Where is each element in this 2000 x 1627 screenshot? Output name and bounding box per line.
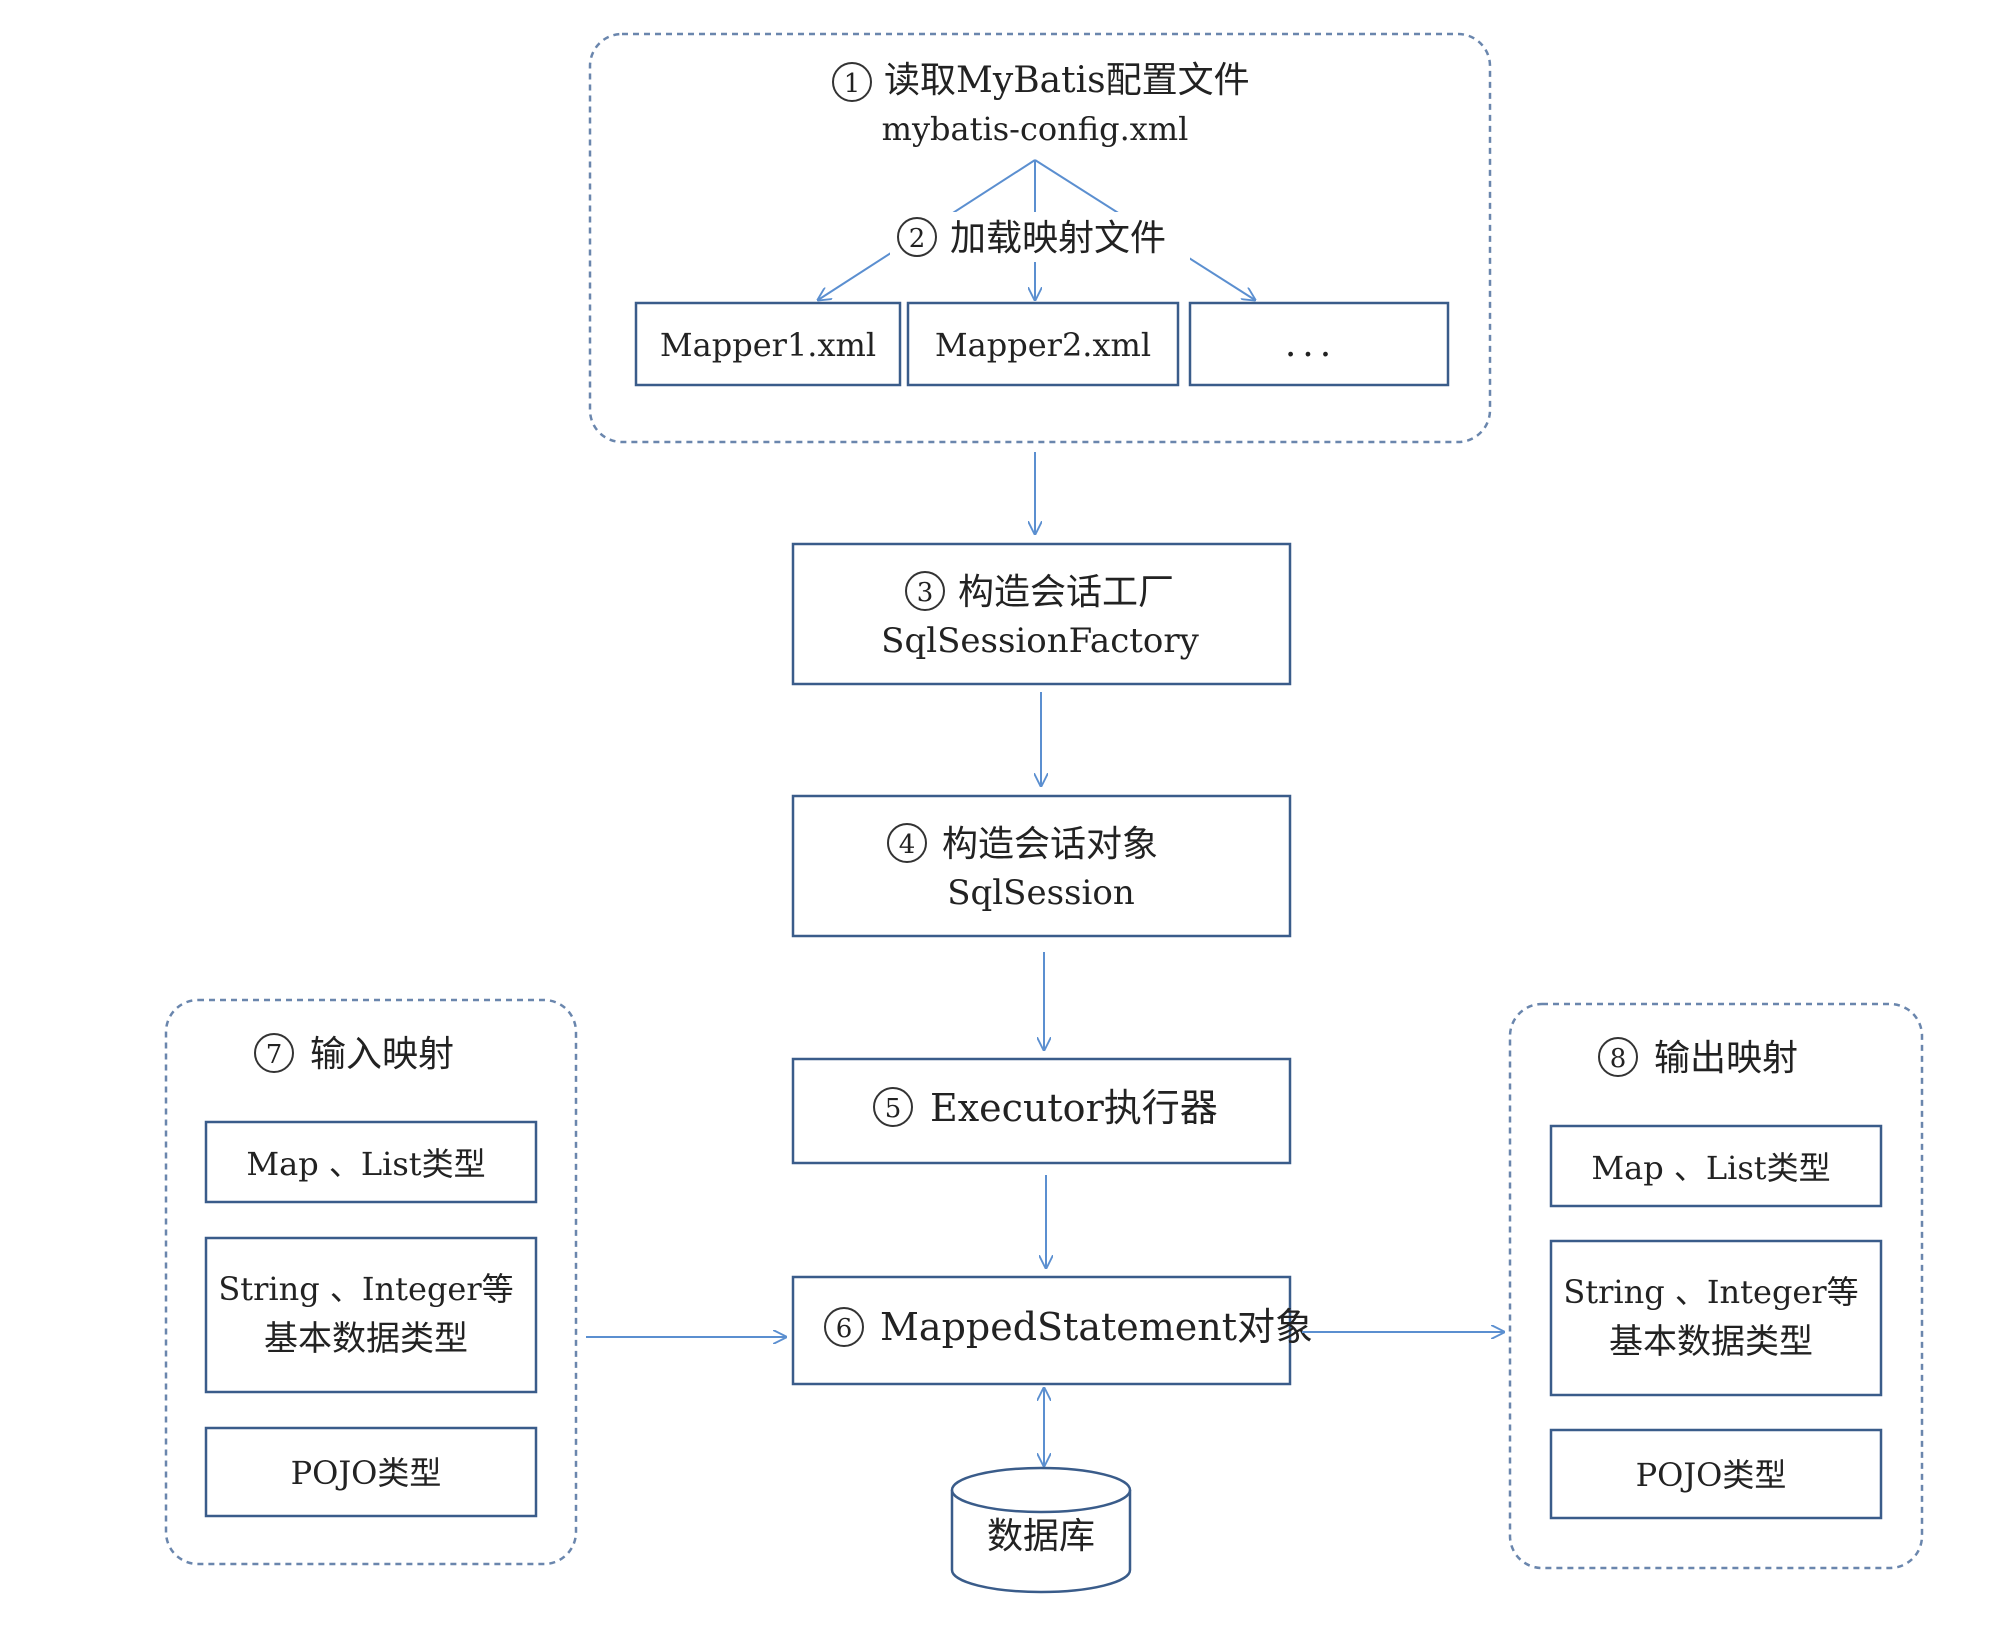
step3-box bbox=[791, 542, 1292, 686]
step8-number: 8 bbox=[1610, 1044, 1627, 1074]
step6-badge bbox=[824, 1307, 864, 1347]
step4-number: 4 bbox=[899, 830, 916, 860]
output-item-map-list: Map 、List类型 bbox=[1591, 1149, 1830, 1187]
step3-number: 3 bbox=[917, 578, 934, 608]
step3-title-row: 3 构造会话工厂 bbox=[905, 571, 1174, 613]
output-item-map-list-box bbox=[1549, 1124, 1883, 1208]
input-item-pojo: POJO类型 bbox=[291, 1454, 442, 1492]
step6-box bbox=[791, 1275, 1292, 1386]
step2-label: 2 加载映射文件 bbox=[890, 212, 1190, 262]
step6-title: MappedStatement对象 bbox=[880, 1305, 1313, 1349]
step4-title: 构造会话对象 bbox=[942, 824, 1158, 865]
mapper1-box bbox=[634, 301, 902, 387]
step2-badge bbox=[897, 217, 937, 257]
step5-title-row: 5 Executor执行器 bbox=[873, 1086, 1218, 1130]
step6-title-row: 6 MappedStatement对象 bbox=[824, 1305, 1313, 1349]
output-item-basic-box bbox=[1549, 1239, 1883, 1397]
database-cylinder: 数据库 bbox=[950, 1466, 1132, 1594]
output-item-basic-line1: String 、Integer等 bbox=[1563, 1273, 1858, 1311]
step5-title: Executor执行器 bbox=[930, 1086, 1218, 1130]
mapper1-label: Mapper1.xml bbox=[660, 326, 876, 364]
input-item-basic-box bbox=[204, 1236, 538, 1394]
step7-number: 7 bbox=[266, 1040, 283, 1070]
step2-number: 2 bbox=[909, 224, 926, 254]
step5-box bbox=[791, 1057, 1292, 1165]
step4-subtitle: SqlSession bbox=[947, 873, 1134, 913]
input-mapping-title: 输入映射 bbox=[310, 1034, 454, 1075]
input-item-basic-line2: 基本数据类型 bbox=[264, 1319, 468, 1359]
step1-label: 1 读取MyBatis配置文件 bbox=[832, 60, 1250, 102]
input-item-map-list-box bbox=[204, 1120, 538, 1204]
input-mapping-title-row: 7 输入映射 bbox=[254, 1033, 454, 1075]
output-mapping-title: 输出映射 bbox=[1654, 1038, 1798, 1079]
step3-title: 构造会话工厂 bbox=[958, 572, 1174, 613]
step8-badge bbox=[1598, 1037, 1638, 1077]
output-item-basic-line2: 基本数据类型 bbox=[1609, 1322, 1813, 1362]
mapper2-box bbox=[906, 301, 1180, 387]
output-item-pojo-box bbox=[1549, 1428, 1883, 1520]
database-label: 数据库 bbox=[987, 1516, 1095, 1557]
mapper2-label: Mapper2.xml bbox=[935, 326, 1151, 364]
input-item-basic-line1: String 、Integer等 bbox=[218, 1270, 513, 1308]
output-item-pojo: POJO类型 bbox=[1636, 1456, 1787, 1494]
step1-text: 读取MyBatis配置文件 bbox=[884, 60, 1250, 101]
step3-subtitle: SqlSessionFactory bbox=[881, 621, 1199, 661]
step5-number: 5 bbox=[885, 1094, 902, 1124]
step4-badge bbox=[887, 823, 927, 863]
output-mapping-frame bbox=[1508, 1002, 1924, 1570]
step4-title-row: 4 构造会话对象 bbox=[887, 823, 1158, 865]
step4-box bbox=[791, 794, 1292, 938]
step5-badge bbox=[873, 1087, 913, 1127]
input-item-pojo-box bbox=[204, 1426, 538, 1518]
step1-number: 1 bbox=[844, 69, 861, 99]
config-group-frame bbox=[588, 32, 1492, 444]
mapper-more-label: ... bbox=[1285, 324, 1337, 365]
output-mapping-title-row: 8 输出映射 bbox=[1598, 1037, 1798, 1079]
step2-text: 加载映射文件 bbox=[950, 218, 1166, 259]
step7-badge bbox=[254, 1033, 294, 1073]
step6-number: 6 bbox=[836, 1314, 853, 1344]
input-item-map-list: Map 、List类型 bbox=[246, 1145, 485, 1183]
step3-badge bbox=[905, 571, 945, 611]
mapper-more-box bbox=[1188, 301, 1450, 387]
step1-badge bbox=[832, 62, 872, 102]
config-file-name: mybatis-config.xml bbox=[882, 110, 1189, 148]
